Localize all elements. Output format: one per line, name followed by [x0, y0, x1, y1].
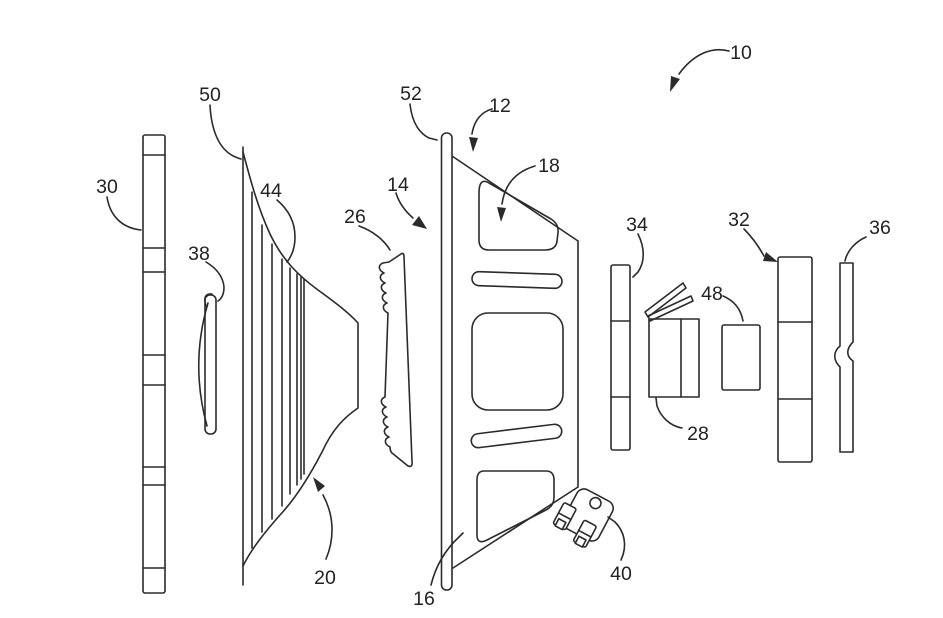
leader-lines: [106, 49, 867, 586]
leader-arrowheads: [313, 76, 778, 492]
leader-30: [106, 196, 142, 231]
label-38: 38: [188, 243, 210, 265]
leader-14: [395, 192, 414, 219]
arrowhead-10: [670, 76, 680, 92]
part-52-gasket: [440, 132, 453, 591]
lead-wire: [644, 282, 687, 318]
lead-wire: [647, 295, 694, 322]
arrowhead-12: [469, 137, 478, 152]
part-26-spider: [378, 252, 413, 468]
part-48-block: [721, 324, 761, 391]
label-44: 44: [260, 180, 282, 202]
arrowhead-14: [412, 216, 427, 229]
label-36: 36: [869, 217, 891, 239]
leader-32: [743, 228, 765, 257]
part-30-segmented-plate: [142, 134, 166, 594]
part-40-terminal: [552, 488, 614, 548]
leader-48: [722, 295, 744, 322]
label-14: 14: [387, 174, 409, 196]
arrowhead-18: [497, 207, 506, 222]
frame-slot-lower: [470, 423, 563, 449]
arrowhead-20: [313, 477, 325, 492]
drawing-linework: [106, 49, 867, 594]
label-20: 20: [314, 567, 336, 589]
leader-28: [655, 397, 683, 429]
label-18: 18: [538, 155, 560, 177]
label-26: 26: [344, 206, 366, 228]
leader-38: [205, 261, 225, 302]
leader-12: [471, 108, 493, 135]
frame-opening-bottom: [476, 470, 555, 543]
leader-10: [678, 49, 730, 75]
part-28-voice-coil: [644, 282, 700, 398]
label-30: 30: [96, 176, 118, 198]
label-16: 16: [413, 588, 435, 610]
label-12: 12: [489, 95, 511, 117]
label-52: 52: [400, 83, 422, 105]
leader-40: [607, 516, 626, 561]
leader-50: [209, 104, 242, 160]
leader-16: [430, 532, 464, 586]
frame-opening-18: [478, 180, 559, 251]
leader-26: [358, 225, 391, 251]
label-32: 32: [728, 209, 750, 231]
label-50: 50: [199, 84, 221, 106]
leader-34: [632, 233, 645, 278]
label-40: 40: [610, 563, 632, 585]
part-38-curved-strip: [197, 293, 217, 435]
part-20-cone: [242, 146, 359, 586]
part-34-spacer-bar: [610, 264, 631, 451]
reference-labels: 10 12 14 16 18 20 26 28 30 32 34 36 38 4…: [96, 42, 891, 610]
leader-44: [276, 199, 296, 263]
label-34: 34: [626, 214, 648, 236]
arrowhead-32: [763, 252, 778, 262]
part-32-magnet-bar: [777, 256, 813, 463]
leader-18: [501, 165, 536, 205]
frame-slot-upper: [471, 270, 563, 290]
label-48: 48: [701, 283, 723, 305]
part-36-kinked-strip: [833, 262, 854, 453]
leader-20: [322, 494, 333, 560]
label-28: 28: [687, 423, 709, 445]
part-12-frame: [451, 155, 579, 569]
part-44-cone-ribs: [251, 191, 305, 549]
leader-52: [409, 103, 438, 141]
frame-opening-center: [471, 312, 564, 411]
leader-36: [844, 236, 867, 262]
label-10: 10: [730, 42, 752, 64]
